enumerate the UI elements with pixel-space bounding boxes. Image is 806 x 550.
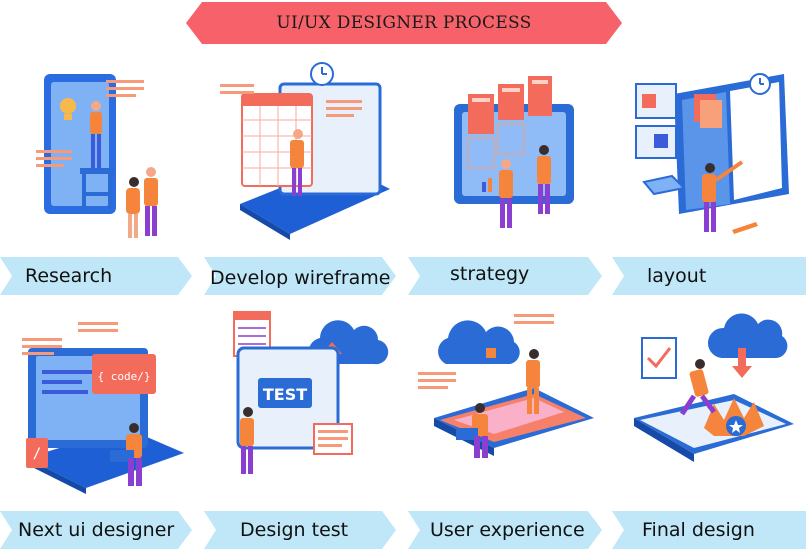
step-layout bbox=[614, 54, 806, 264]
ribbon-strategy: strategy bbox=[408, 257, 602, 295]
ribbon-final-design: Final design bbox=[612, 511, 806, 549]
step-final-design bbox=[614, 308, 806, 518]
step-label: Design test bbox=[240, 519, 349, 541]
step-design-test: TEST bbox=[210, 308, 410, 518]
code-token: { code/} bbox=[98, 370, 151, 383]
step-research bbox=[6, 54, 206, 264]
step-strategy bbox=[414, 54, 614, 264]
svg-text:/: / bbox=[33, 446, 41, 462]
ribbon-user-experience: User experience bbox=[408, 511, 602, 549]
ribbon-layout: layout bbox=[612, 257, 806, 295]
title-banner: UI/UX DESIGNER PROCESS bbox=[186, 2, 622, 44]
layout-illustration-icon bbox=[635, 73, 789, 234]
test-illustration-icon: TEST bbox=[233, 311, 389, 474]
research-illustration-icon bbox=[36, 74, 158, 238]
step-label: layout bbox=[647, 265, 707, 287]
wireframe-illustration-icon bbox=[220, 62, 390, 240]
test-token: TEST bbox=[263, 385, 307, 404]
step-label: Research bbox=[25, 265, 113, 287]
ribbon-next-ui-designer: Next ui designer bbox=[0, 511, 192, 549]
step-wireframe bbox=[210, 54, 410, 264]
step-label: Final design bbox=[642, 519, 755, 541]
step-user-experience bbox=[414, 308, 614, 518]
step-next-ui-designer: { code/} / bbox=[6, 308, 206, 518]
banner-shape bbox=[186, 2, 622, 44]
step-label: Next ui designer bbox=[18, 519, 175, 541]
ribbon-develop-wireframe: Develop wireframe bbox=[204, 257, 396, 295]
step-label: User experience bbox=[430, 519, 585, 541]
ribbon-design-test: Design test bbox=[204, 511, 396, 549]
final-design-illustration-icon bbox=[634, 313, 794, 462]
page-title: UI/UX DESIGNER PROCESS bbox=[276, 13, 532, 33]
ribbon-research: Research bbox=[0, 257, 192, 295]
step-label: strategy bbox=[450, 263, 530, 285]
code-illustration-icon: { code/} / bbox=[22, 322, 184, 494]
user-experience-illustration-icon bbox=[418, 314, 594, 458]
strategy-illustration-icon bbox=[454, 76, 574, 228]
step-label: Develop wireframe bbox=[210, 267, 391, 289]
